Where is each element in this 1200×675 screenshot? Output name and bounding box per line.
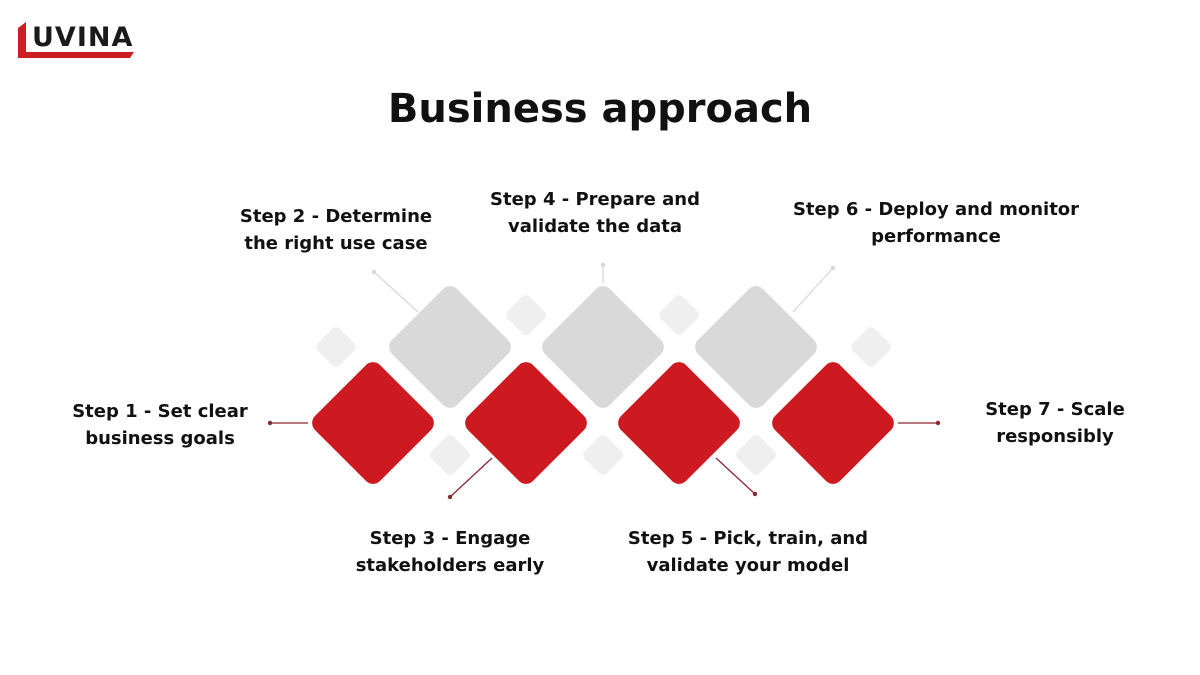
step-2-connector <box>373 271 419 313</box>
gray-diamond <box>389 286 511 408</box>
gray-diamond <box>695 286 817 408</box>
small-diamond <box>659 295 699 335</box>
small-diamond <box>316 327 356 367</box>
logo-text: UVINA <box>32 22 134 53</box>
red-diamond <box>465 362 587 484</box>
step-5-connector <box>715 457 756 495</box>
small-diamond <box>851 327 891 367</box>
step-3-connector-dot <box>447 494 453 500</box>
step-6-connector <box>792 267 834 313</box>
small-diamond <box>506 295 546 335</box>
small-diamond <box>736 435 776 475</box>
step-5-connector-dot <box>752 491 758 497</box>
step-1-connector-dot <box>267 420 273 426</box>
small-diamond <box>583 435 623 475</box>
step-4-connector-dot <box>600 262 606 268</box>
step-6-connector-dot <box>830 265 836 271</box>
step-2-connector-dot <box>371 269 377 275</box>
logo-bracket-icon <box>18 22 134 58</box>
red-diamond <box>772 362 894 484</box>
small-diamond <box>430 435 470 475</box>
red-diamond <box>312 362 434 484</box>
luvina-logo: UVINA <box>18 18 136 60</box>
step-3-connector <box>449 457 493 498</box>
page-title: Business approach <box>387 86 813 132</box>
step-7-connector-dot <box>935 420 941 426</box>
red-diamond <box>618 362 740 484</box>
gray-diamond <box>542 286 664 408</box>
